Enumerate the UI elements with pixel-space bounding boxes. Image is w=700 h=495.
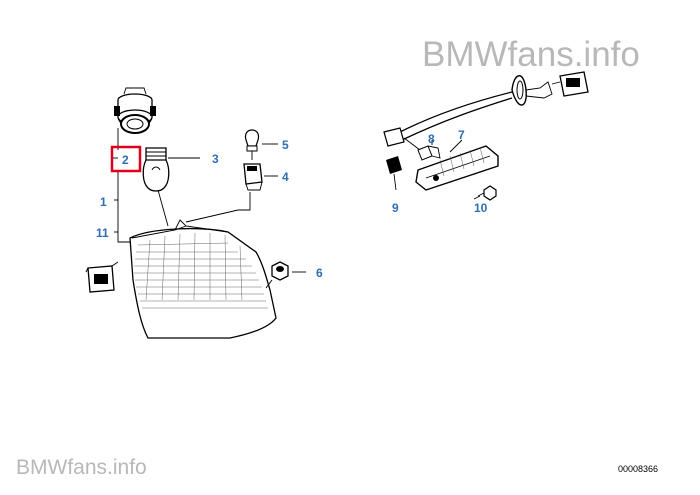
bulb-socket — [114, 87, 156, 134]
lens-hatching — [134, 232, 268, 309]
retaining-clip — [85, 261, 119, 293]
callout-9[interactable]: 9 — [392, 201, 399, 215]
callout-2[interactable]: 2 — [122, 153, 129, 167]
callout-10[interactable]: 10 — [474, 201, 488, 215]
watermark-top: BMWfans.info — [422, 35, 640, 74]
marker-socket — [386, 156, 402, 191]
bulb-holder — [243, 163, 263, 191]
callout-7[interactable]: 7 — [458, 128, 465, 142]
callout-5[interactable]: 5 — [282, 138, 289, 152]
side-marker-assembly — [383, 71, 589, 201]
wedge-bulb — [244, 129, 260, 160]
hex-nut — [265, 261, 289, 289]
marker-bulb — [417, 145, 441, 161]
callout-1[interactable]: 1 — [100, 195, 107, 209]
highlight-box — [110, 145, 142, 173]
callout-8[interactable]: 8 — [428, 132, 435, 146]
diagram-number: 00008366 — [618, 464, 658, 474]
callout-labels: 1 2 3 4 5 6 7 8 9 10 11 — [96, 128, 488, 280]
callout-6[interactable]: 6 — [316, 266, 323, 280]
bulb — [142, 147, 170, 192]
callout-4[interactable]: 4 — [282, 170, 289, 184]
screw — [473, 185, 497, 201]
marker-lens — [415, 145, 499, 191]
watermark-bottom: BMWfans.info — [16, 456, 147, 479]
callout-3[interactable]: 3 — [212, 152, 219, 166]
corner-lamp-assembly — [85, 87, 306, 339]
callout-11[interactable]: 11 — [96, 226, 109, 240]
